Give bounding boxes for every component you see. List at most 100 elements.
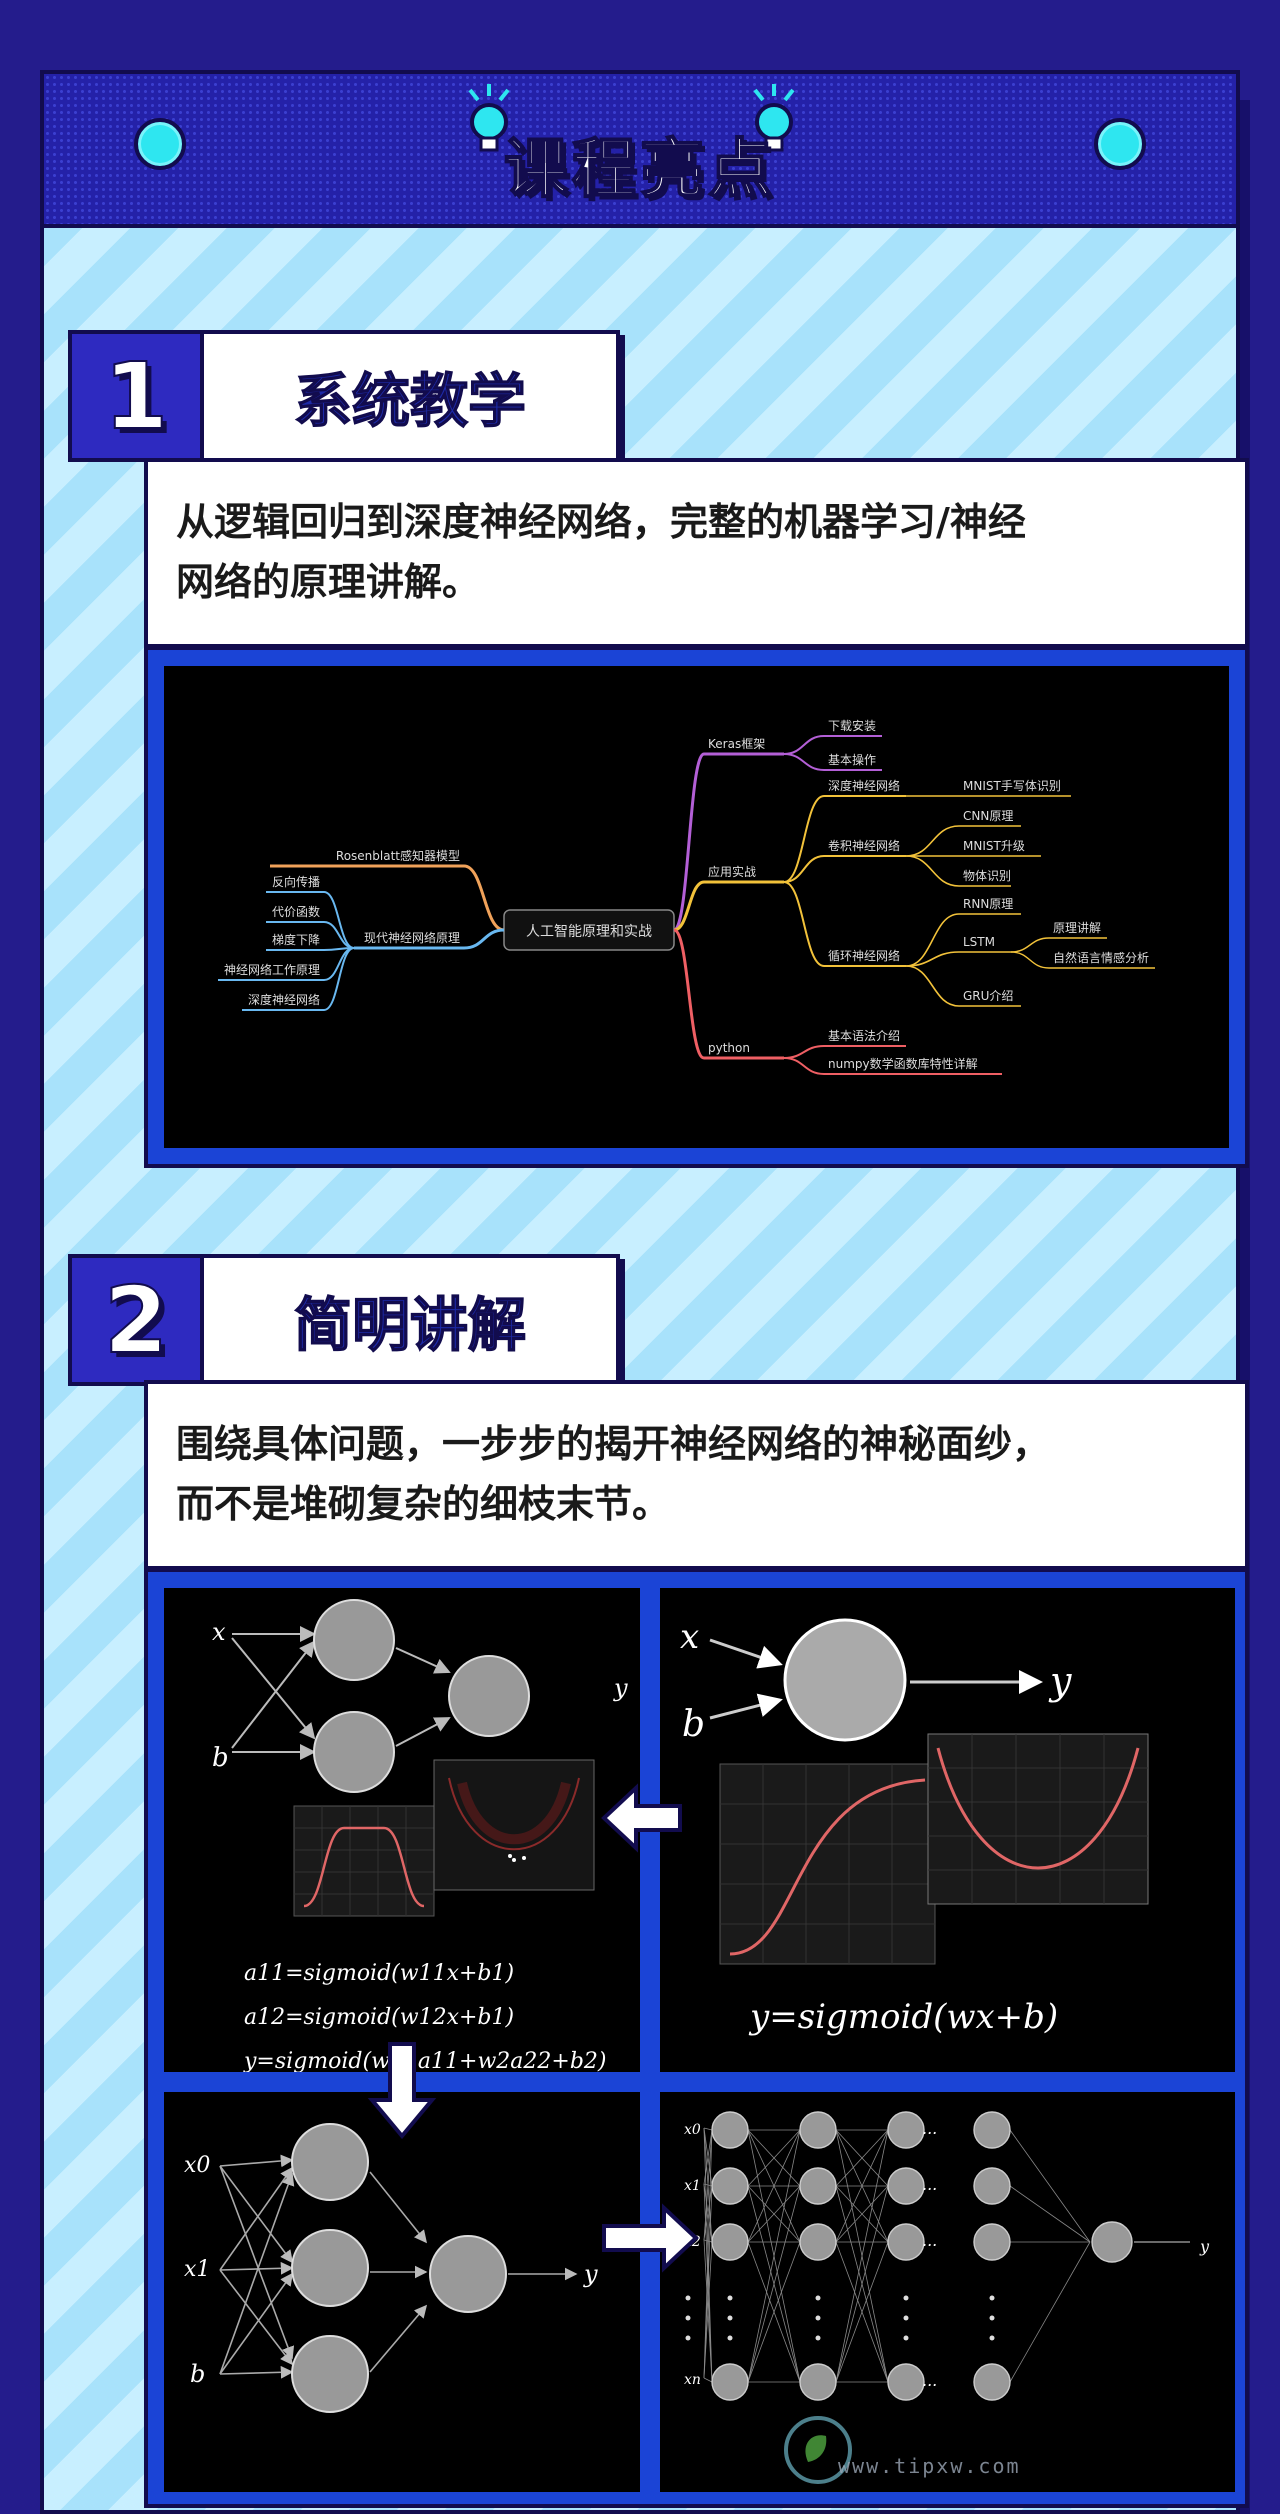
ellipsis-dot: [727, 2295, 733, 2301]
mindmap-node-label: RNN原理: [963, 897, 1013, 911]
ellipsis-dot: [989, 2315, 995, 2321]
b-input-label: b: [212, 1743, 229, 1773]
network-edge: [703, 2241, 713, 2379]
input-label: x1: [684, 2178, 701, 2194]
mindmap-node-label: 深度神经网络: [828, 778, 900, 793]
mindmap-branch-line: [783, 735, 825, 755]
network-edge: [747, 2241, 801, 2383]
mindmap-node-label: LSTM: [963, 935, 995, 949]
network-edge: [703, 2129, 713, 2241]
section-2-description-line: 围绕具体问题，一步步的揭开神经网络的神秘面纱，: [176, 1422, 1051, 1466]
neuron: [783, 1618, 907, 1742]
ellipsis-label: ...: [922, 2371, 937, 2390]
network-edge: [835, 2185, 889, 2243]
mindmap-branch-line: [323, 891, 355, 949]
sigmoid-bump-plot: [293, 1805, 435, 1917]
network-edge: [835, 2185, 889, 2383]
neuron: [711, 2111, 749, 2149]
neuron: [1091, 2221, 1133, 2263]
mindmap-node-label: MNIST手写体识别: [963, 779, 1061, 793]
mindmap-branch-line: [905, 913, 960, 967]
ellipsis-dot: [903, 2315, 909, 2321]
neuron: [799, 2363, 837, 2401]
mindmap-node-label: MNIST升级: [963, 839, 1025, 853]
section-1-description-line: 从逻辑回归到深度神经网络，完整的机器学习/神经: [176, 500, 1026, 544]
network-edge: [703, 2185, 713, 2379]
mindmap-node-label: 梯度下降: [272, 932, 320, 947]
section-1-title: 系统教学: [200, 330, 620, 462]
neuron: [448, 1655, 530, 1737]
mindmap-node-label: 原理讲解: [1053, 920, 1101, 935]
ellipsis-dot: [685, 2295, 691, 2301]
input-label: xn: [684, 2372, 701, 2388]
mindmap-branch-line: [783, 795, 825, 883]
formula-line: y=sigmoid(w21a11+w2a22+b2): [243, 2049, 606, 2072]
section-1-description-line: 网络的原理讲解。: [176, 560, 481, 604]
network-edge: [747, 2185, 801, 2383]
ellipsis-label: ...: [922, 2231, 937, 2250]
input-label: x0: [684, 2122, 701, 2138]
neuron: [291, 2229, 369, 2307]
mindmap-branch-line: [323, 921, 355, 949]
network-edge: [835, 2129, 889, 2243]
mindmap-branch-line: [783, 1045, 825, 1059]
input-label: b: [190, 2360, 205, 2388]
network-edge: [703, 2239, 713, 2243]
neuron: [291, 2335, 369, 2413]
network-edge: [703, 2185, 713, 2241]
ellipsis-dot: [903, 2335, 909, 2341]
network-edge: [835, 2129, 889, 2383]
formula-line: a12=sigmoid(w12x+b1): [244, 2005, 514, 2030]
network-edge: [835, 2241, 889, 2383]
single-neuron-diagram: x b y: [680, 1617, 1149, 2037]
network-edge: [747, 2185, 801, 2243]
input-label: x0: [184, 2153, 210, 2178]
small-network-diagram: x b y: [212, 1599, 628, 2072]
y-output-label: y: [1199, 2237, 1210, 2256]
right-dot-icon: [1094, 118, 1146, 170]
mindmap-branch-line: [783, 881, 825, 967]
ellipsis-dot: [815, 2335, 821, 2341]
mindmap-node-label: 循环神经网络: [828, 948, 900, 963]
section-1-number: 1: [68, 330, 204, 462]
mindmap-node-label: Keras框架: [708, 737, 765, 751]
section-2-description-line: 而不是堆砌复杂的细枝末节。: [176, 1482, 671, 1526]
mindmap-branch-line: [783, 855, 825, 883]
mindmap-node-label: CNN原理: [963, 809, 1013, 823]
x-input-label: x: [680, 1617, 699, 1657]
ellipsis-dot: [815, 2295, 821, 2301]
mindmap-node-label: Rosenblatt感知器模型: [336, 848, 460, 863]
neuron: [973, 2223, 1011, 2261]
loss-surface-plot: [433, 1759, 595, 1891]
mindmap-branch-line: [905, 825, 960, 857]
neuron: [799, 2223, 837, 2261]
network-edge: [747, 2129, 801, 2187]
network-edge: [1009, 2129, 1091, 2243]
neuron: [291, 2123, 369, 2201]
ellipsis-label: ...: [922, 2119, 937, 2138]
parabola-plot: [927, 1733, 1149, 1905]
diagram-frame: x b y: [144, 1568, 1249, 2508]
neuron: [887, 2363, 925, 2401]
ellipsis-dot: [989, 2335, 995, 2341]
section-2-number: 2: [68, 1254, 204, 1386]
neuron: [711, 2223, 749, 2261]
network-edge: [703, 2377, 713, 2383]
neuron: [887, 2223, 925, 2261]
ellipsis-dot: [727, 2335, 733, 2341]
ellipsis-dot: [989, 2295, 995, 2301]
mindmap-node-label: 基本语法介绍: [828, 1029, 900, 1043]
neuron: [887, 2111, 925, 2149]
y-output-label: y: [613, 1674, 628, 1702]
mindmap-node-label: 反向传播: [272, 874, 320, 889]
card-header: 课程亮点: [44, 74, 1236, 228]
mindmap-node-label: 基本操作: [828, 752, 876, 767]
left-dot-icon: [134, 118, 186, 170]
mindmap-node-label: 下载安装: [828, 718, 876, 733]
b-input-label: b: [682, 1704, 705, 1745]
mindmap-node-label: python: [708, 1041, 750, 1055]
neuron: [711, 2363, 749, 2401]
